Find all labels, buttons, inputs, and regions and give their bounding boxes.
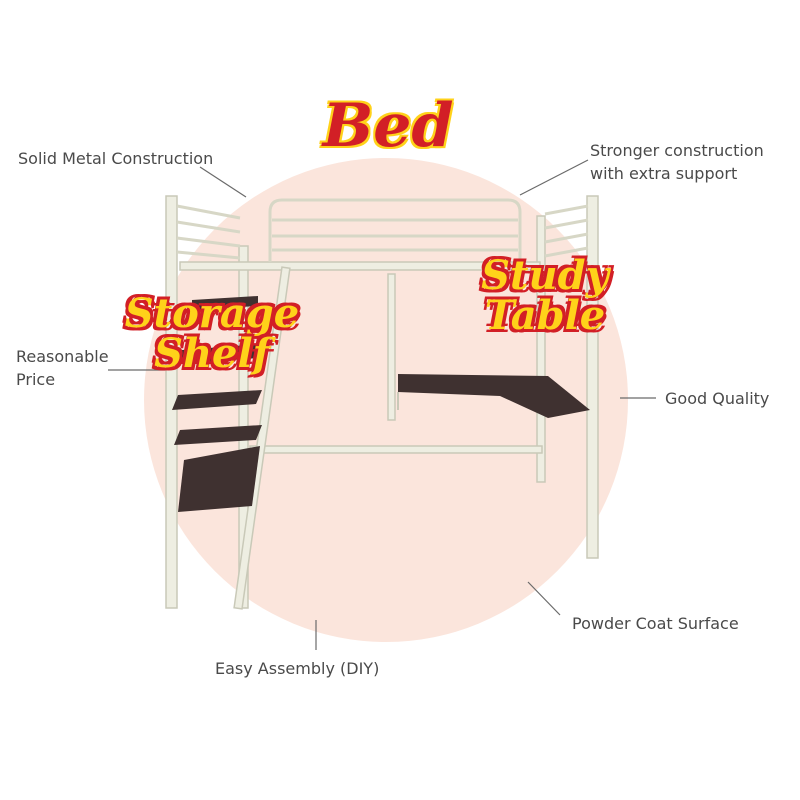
- feature-stronger-line2: with extra support: [590, 164, 738, 183]
- leader-powder-coat: [527, 581, 561, 616]
- feature-powder-coat-label: Powder Coat Surface: [572, 614, 739, 633]
- shelf-4: [174, 425, 262, 445]
- storage-badge-line1: Storage: [124, 290, 300, 337]
- study-badge-line1: Study: [481, 252, 609, 299]
- feature-powder-coat: Powder Coat Surface: [572, 612, 739, 635]
- bed-badge: Bed: [318, 96, 458, 156]
- feature-solid-metal: Solid Metal Construction: [18, 147, 213, 170]
- guard-rails: [176, 198, 589, 262]
- middle-post: [387, 273, 396, 421]
- shelf-5: [178, 446, 260, 512]
- feature-stronger-line1: Stronger construction: [590, 141, 764, 160]
- shelf-1: [192, 296, 258, 310]
- storage-badge-line2: Shelf: [154, 330, 270, 377]
- leader-stronger: [519, 159, 589, 196]
- shelf-2: [178, 344, 262, 364]
- study-badge-line2: Table: [484, 292, 606, 339]
- storage-shelves: [172, 296, 262, 512]
- feature-reasonable-line1: Reasonable: [16, 347, 109, 366]
- right-front-post: [586, 195, 599, 559]
- leader-lines: [108, 159, 656, 650]
- feature-easy-assembly: Easy Assembly (DIY): [215, 657, 379, 680]
- bottom-stretcher: [249, 445, 543, 454]
- study-desk: [397, 374, 590, 418]
- shelf-3: [172, 390, 262, 410]
- background-circle: [144, 158, 628, 642]
- leader-solid-metal: [199, 166, 247, 198]
- feature-reasonable-price: Reasonable Price: [16, 345, 109, 391]
- feature-stronger-construction: Stronger construction with extra support: [590, 139, 764, 185]
- ladder-rail: [233, 266, 291, 610]
- storage-shelf-badge: Storage Shelf: [112, 294, 312, 374]
- bed-badge-label: Bed: [322, 91, 454, 161]
- bed-frame: [165, 195, 599, 610]
- feature-reasonable-line2: Price: [16, 370, 56, 389]
- feature-good-quality-label: Good Quality: [665, 389, 770, 408]
- study-table-badge: Study Table: [470, 256, 620, 336]
- bed-rail: [179, 261, 541, 271]
- right-back-post: [536, 215, 546, 483]
- feature-good-quality: Good Quality: [665, 387, 769, 410]
- feature-easy-assembly-label: Easy Assembly (DIY): [215, 659, 380, 678]
- feature-solid-metal-label: Solid Metal Construction: [18, 149, 214, 168]
